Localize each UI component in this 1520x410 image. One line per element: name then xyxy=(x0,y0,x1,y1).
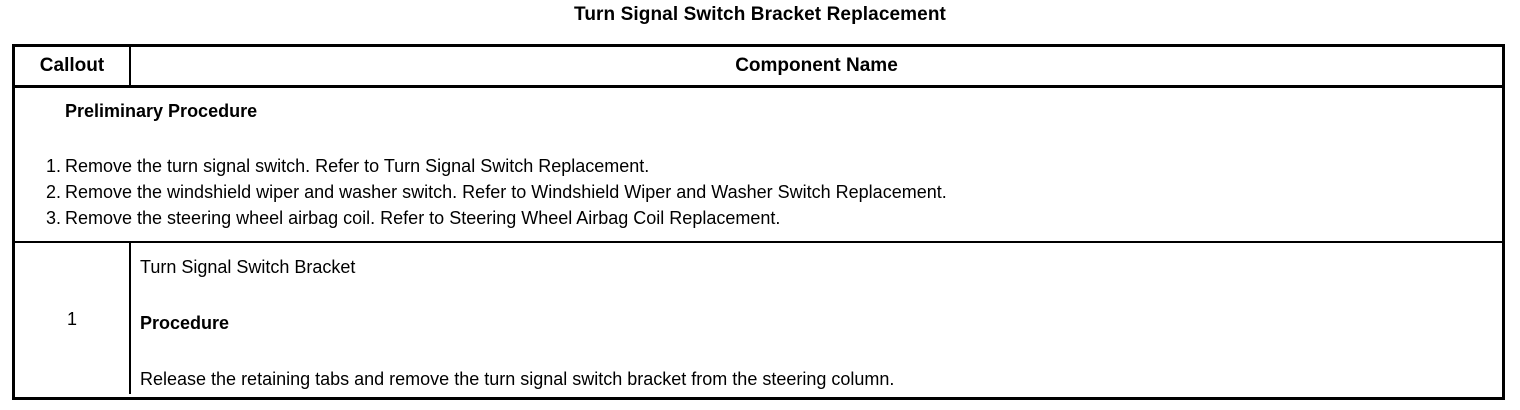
list-item-number: 1. xyxy=(45,156,61,176)
procedure-table: Callout Component Name Preliminary Proce… xyxy=(12,44,1505,400)
list-item: 1. Remove the turn signal switch. Refer … xyxy=(15,153,1502,179)
list-item-number: 2. xyxy=(45,182,61,202)
header-cell-callout: Callout xyxy=(15,47,131,85)
callout-number: 1 xyxy=(66,309,77,329)
header-label-component-name: Component Name xyxy=(735,55,898,76)
preliminary-procedure-heading: Preliminary Procedure xyxy=(65,101,258,121)
table-header-row: Callout Component Name xyxy=(15,47,1502,88)
table-row: 1 Turn Signal Switch Bracket Procedure R… xyxy=(15,243,1502,394)
row-cell-component-name: Turn Signal Switch Bracket Procedure Rel… xyxy=(131,243,1502,394)
preliminary-procedure-list: 1. Remove the turn signal switch. Refer … xyxy=(15,153,1502,231)
page-title: Turn Signal Switch Bracket Replacement xyxy=(574,4,946,25)
list-item-text: Remove the windshield wiper and washer s… xyxy=(65,182,947,202)
row-cell-callout: 1 xyxy=(15,243,131,394)
list-item-number: 3. xyxy=(45,208,61,228)
list-item: 2. Remove the windshield wiper and washe… xyxy=(15,179,1502,205)
header-label-callout: Callout xyxy=(39,55,105,76)
header-cell-component-name: Component Name xyxy=(131,47,1502,85)
procedure-heading: Procedure xyxy=(140,313,230,333)
procedure-step-text: Release the retaining tabs and remove th… xyxy=(140,369,895,389)
preliminary-procedure-row: Preliminary Procedure 1. Remove the turn… xyxy=(15,88,1502,243)
list-item: 3. Remove the steering wheel airbag coil… xyxy=(15,205,1502,231)
list-item-text: Remove the turn signal switch. Refer to … xyxy=(65,156,650,176)
list-item-text: Remove the steering wheel airbag coil. R… xyxy=(65,208,781,228)
component-name-text: Turn Signal Switch Bracket xyxy=(140,257,356,277)
